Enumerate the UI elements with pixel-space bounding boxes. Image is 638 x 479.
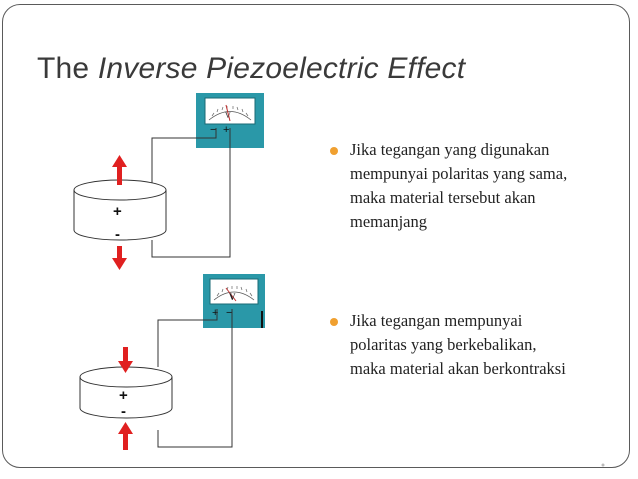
top-wire-lower — [151, 128, 231, 258]
title-part-1: The — [37, 52, 98, 85]
top-wire-upper — [151, 128, 217, 185]
slide-title: The Inverse Piezoelectric Effect — [37, 52, 465, 86]
top-meter-symbol: V — [225, 111, 231, 120]
bottom-wire-upper — [157, 309, 218, 367]
top-voltmeter-dial — [204, 97, 256, 125]
bottom-wire-lower — [157, 309, 233, 448]
bullet-line: mempunyai polaritas yang sama, — [350, 164, 568, 183]
bullet-dot — [330, 147, 338, 155]
top-dial-arc — [208, 111, 252, 121]
top-meter-terminal-left: − — [210, 124, 216, 136]
corner-mark — [601, 463, 605, 467]
bottom-crystal-minus: - — [121, 403, 126, 420]
top-crystal-side — [73, 190, 167, 241]
bottom-meter-terminal-left: + — [212, 307, 218, 319]
bullet-text: Jika tegangan mempunyai polaritas yang b… — [350, 309, 610, 381]
bottom-diagram: V + − + - — [79, 274, 265, 450]
bullet-line: Jika tegangan mempunyai — [350, 311, 523, 330]
bottom-dial-arc — [213, 291, 255, 301]
top-crystal-plus: + — [113, 203, 122, 220]
bottom-dial-ticks — [216, 286, 253, 297]
bullet-line: memanjang — [350, 212, 427, 231]
bullet-dot — [330, 318, 338, 326]
top-arrow-up — [112, 155, 127, 185]
bottom-arrow-down — [118, 347, 133, 373]
bottom-voltmeter-dial — [209, 278, 259, 305]
bottom-arrow-up — [118, 422, 133, 450]
bottom-crystal-plus: + — [119, 387, 128, 404]
bottom-crystal-side — [79, 377, 173, 419]
bullet-line: maka material tersebut akan — [350, 188, 536, 207]
top-arrow-down — [112, 246, 127, 270]
bottom-meter-symbol: V — [229, 292, 236, 302]
bottom-meter-terminal-right: − — [226, 307, 232, 319]
bullet-line: polaritas yang berkebalikan, — [350, 335, 537, 354]
bottom-dial-needle — [225, 287, 237, 302]
bullet-line: Jika tegangan yang digunakan — [350, 140, 550, 159]
top-diagram: V − + + - — [73, 93, 264, 270]
top-crystal-minus: - — [115, 226, 120, 243]
title-part-2: Inverse Piezoelectric Effect — [97, 52, 466, 85]
bullet-text: Jika tegangan yang digunakan mempunyai p… — [350, 138, 610, 234]
top-meter-terminal-right: + — [223, 124, 229, 136]
bullet-line: maka material akan berkontraksi — [350, 359, 566, 378]
top-dial-needle — [225, 104, 231, 122]
